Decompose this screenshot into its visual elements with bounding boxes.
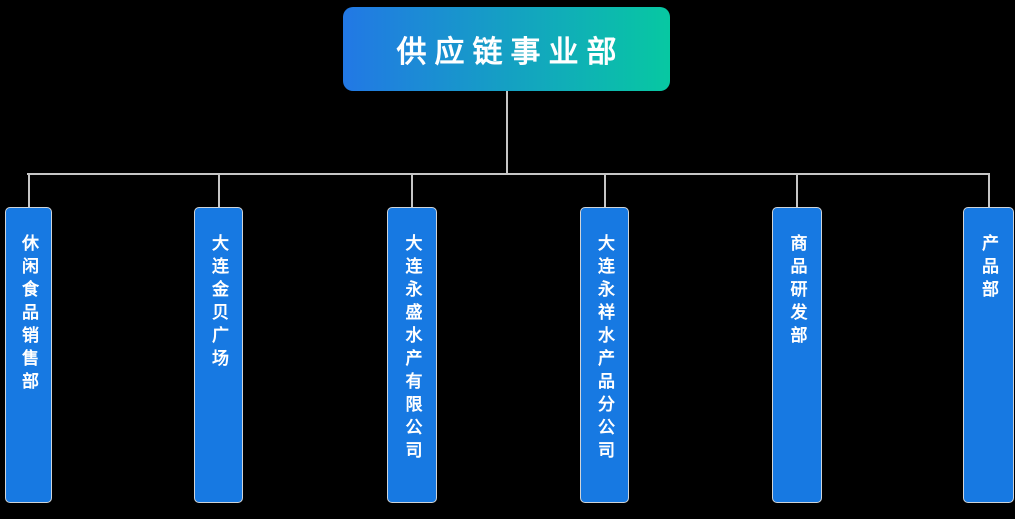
org-department-node[interactable]: 休闲食品销售部 bbox=[5, 207, 52, 503]
org-department-node[interactable]: 产品部 bbox=[963, 207, 1014, 503]
org-department-node[interactable]: 商品研发部 bbox=[772, 207, 822, 503]
org-department-label: 大连永盛水产有限公司 bbox=[402, 234, 422, 464]
connector-stub bbox=[988, 174, 990, 207]
connector-stub bbox=[796, 174, 798, 207]
org-root-label: 供应链事业部 bbox=[396, 36, 625, 69]
connector-root-drop bbox=[506, 91, 508, 175]
connector-stub bbox=[604, 174, 606, 207]
org-department-node[interactable]: 大连永盛水产有限公司 bbox=[387, 207, 437, 503]
org-department-label: 大连金贝广场 bbox=[209, 234, 228, 372]
org-root-node[interactable]: 供应链事业部 bbox=[343, 7, 670, 91]
org-department-label: 大连永祥水产品分公司 bbox=[595, 234, 614, 464]
org-department-label: 商品研发部 bbox=[787, 234, 807, 349]
connector-stub bbox=[218, 174, 220, 207]
org-department-label: 休闲食品销售部 bbox=[19, 234, 38, 395]
connector-rail bbox=[27, 173, 990, 175]
org-department-node[interactable]: 大连金贝广场 bbox=[194, 207, 243, 503]
connector-stub bbox=[411, 174, 413, 207]
connector-stub bbox=[28, 174, 30, 207]
org-department-node[interactable]: 大连永祥水产品分公司 bbox=[580, 207, 629, 503]
org-department-label: 产品部 bbox=[979, 234, 998, 303]
